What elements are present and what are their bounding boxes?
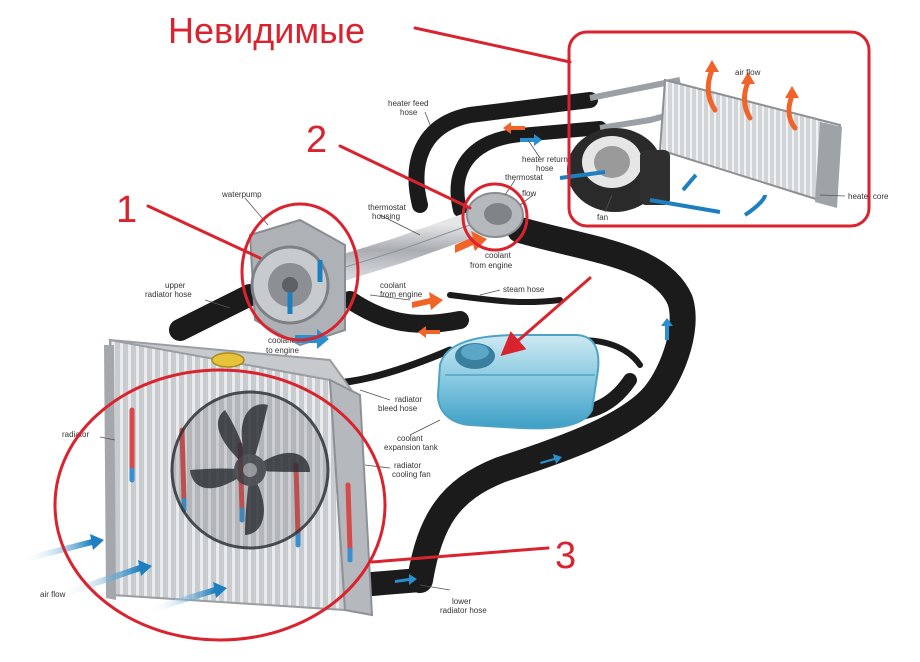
label-flow: flow [522,189,536,198]
coolant-from-engine-arrow-icon [412,292,443,310]
label-radiator-cooling-fan-2: cooling fan [392,470,431,479]
air-flow-arrow-icon [57,565,143,598]
arrow-head-icon [90,534,104,550]
radiator-frame-left [104,345,116,600]
flow-arrow-icon [540,454,562,464]
air-flow-arrow-icon [19,539,95,563]
hose-network [169,92,696,597]
radiator-cap [211,352,245,368]
coolant-expansion-tank [436,334,600,430]
label-waterpump: waterpump [221,190,262,199]
label-radiator-bleed-hose-1: radiator [395,395,422,404]
arrow-head-icon [741,72,755,84]
arrow-head-icon [785,86,799,98]
label-coolant-from-engine-b-1: coolant [380,281,407,290]
air-flow-arrow-icon [147,587,218,613]
label-coolant-to-engine-2: to engine [266,346,299,355]
label-heater-feed-hose-1: heater feed [388,99,428,108]
annotation-arrow-tank [500,276,592,356]
upper-radiator-hose [169,284,261,341]
fan-inlet-arrow-icon [743,194,767,217]
label-radiator-cooling-fan-1: radiator [394,461,421,470]
annotation-marker-1: 1 [116,189,137,231]
annotation-circle-2 [461,182,529,252]
label-air-flow-bottom: air flow [40,590,66,599]
air-flow-up-icon [786,93,798,131]
coolant-from-engine-arrow-icon [455,231,487,253]
air-flow-up-icon [705,67,718,113]
label-lower-radiator-hose-1: lower [452,597,471,606]
label-coolant-from-engine-a-2: from engine [470,261,513,270]
radiator-side-tank [328,378,374,617]
heater-core-assembly [559,60,842,217]
label-coolant-to-engine-1: coolant [268,336,295,345]
label-coolant-expansion-tank-2: expansion tank [384,443,439,452]
heater-feed-hose [408,92,598,213]
heater-return-hose [450,121,607,217]
thermostat [466,192,524,238]
label-radiator: radiator [62,430,89,439]
label-thermostat: thermostat [505,173,544,182]
red-annotations [53,26,871,642]
heater-core-frame [815,122,842,208]
annotation-line-3 [370,546,550,564]
coolant-hose-engine [341,291,469,333]
label-lower-radiator-hose-2: radiator hose [440,606,487,615]
label-heater-feed-hose-2: hose [400,108,418,117]
annotation-circle-1 [240,202,360,342]
label-coolant-from-engine-b-2: from engine [380,290,423,299]
annotation-line-1 [146,204,262,260]
thermostat-housing-pipe [307,212,483,288]
air-flow-up-icon [742,79,753,121]
label-fan: fan [597,213,608,222]
label-upper-radiator-hose-2: radiator hose [145,290,192,299]
flow-arrow-icon [395,574,417,585]
callout-leader-lines [99,111,846,591]
heater-fan-unit [567,128,670,212]
label-air-flow-top: air flow [735,68,761,77]
water-pump [248,218,346,347]
label-upper-radiator-hose-1: upper [165,281,186,290]
annotation-line-2 [338,144,472,210]
flow-arrow-icon [520,134,542,146]
radiator [104,338,374,617]
flow-arrow-icon [503,122,525,134]
fan-inlet-arrow-icon [649,198,721,214]
annotation-marker-2: 2 [306,119,327,161]
return-hose-right [407,217,696,593]
annotation-title: Невидимые [168,10,365,51]
label-coolant-expansion-tank-1: coolant [397,434,424,443]
annotation-box-heater [567,30,871,228]
label-coolant-from-engine-a-1: coolant [485,251,512,260]
steam-hose [447,292,563,306]
heater-air-flow-arrows [705,67,798,131]
label-heater-return-hose-1: heater return [522,155,568,164]
arrow-head-icon [213,582,227,598]
label-heater-return-hose-2: hose [536,164,554,173]
annotation-line-title [413,26,572,64]
arrow-head-icon [138,560,152,576]
flow-arrow-icon [661,318,673,340]
fan-inlet-arrow-icon [681,173,698,192]
label-radiator-bleed-hose-2: bleed hose [378,404,418,413]
flow-arrow-icon [418,326,440,338]
label-thermostat-housing-1: thermostat [368,203,407,212]
arrow-head-icon [705,60,719,72]
annotation-marker-3: 3 [555,535,576,577]
radiator-air-flow-arrows [19,539,218,613]
label-steam-hose: steam hose [503,285,545,294]
label-thermostat-housing-2: housing [372,212,400,221]
annotation-circle-3 [53,368,387,642]
radiator-cooling-fan [170,390,330,550]
